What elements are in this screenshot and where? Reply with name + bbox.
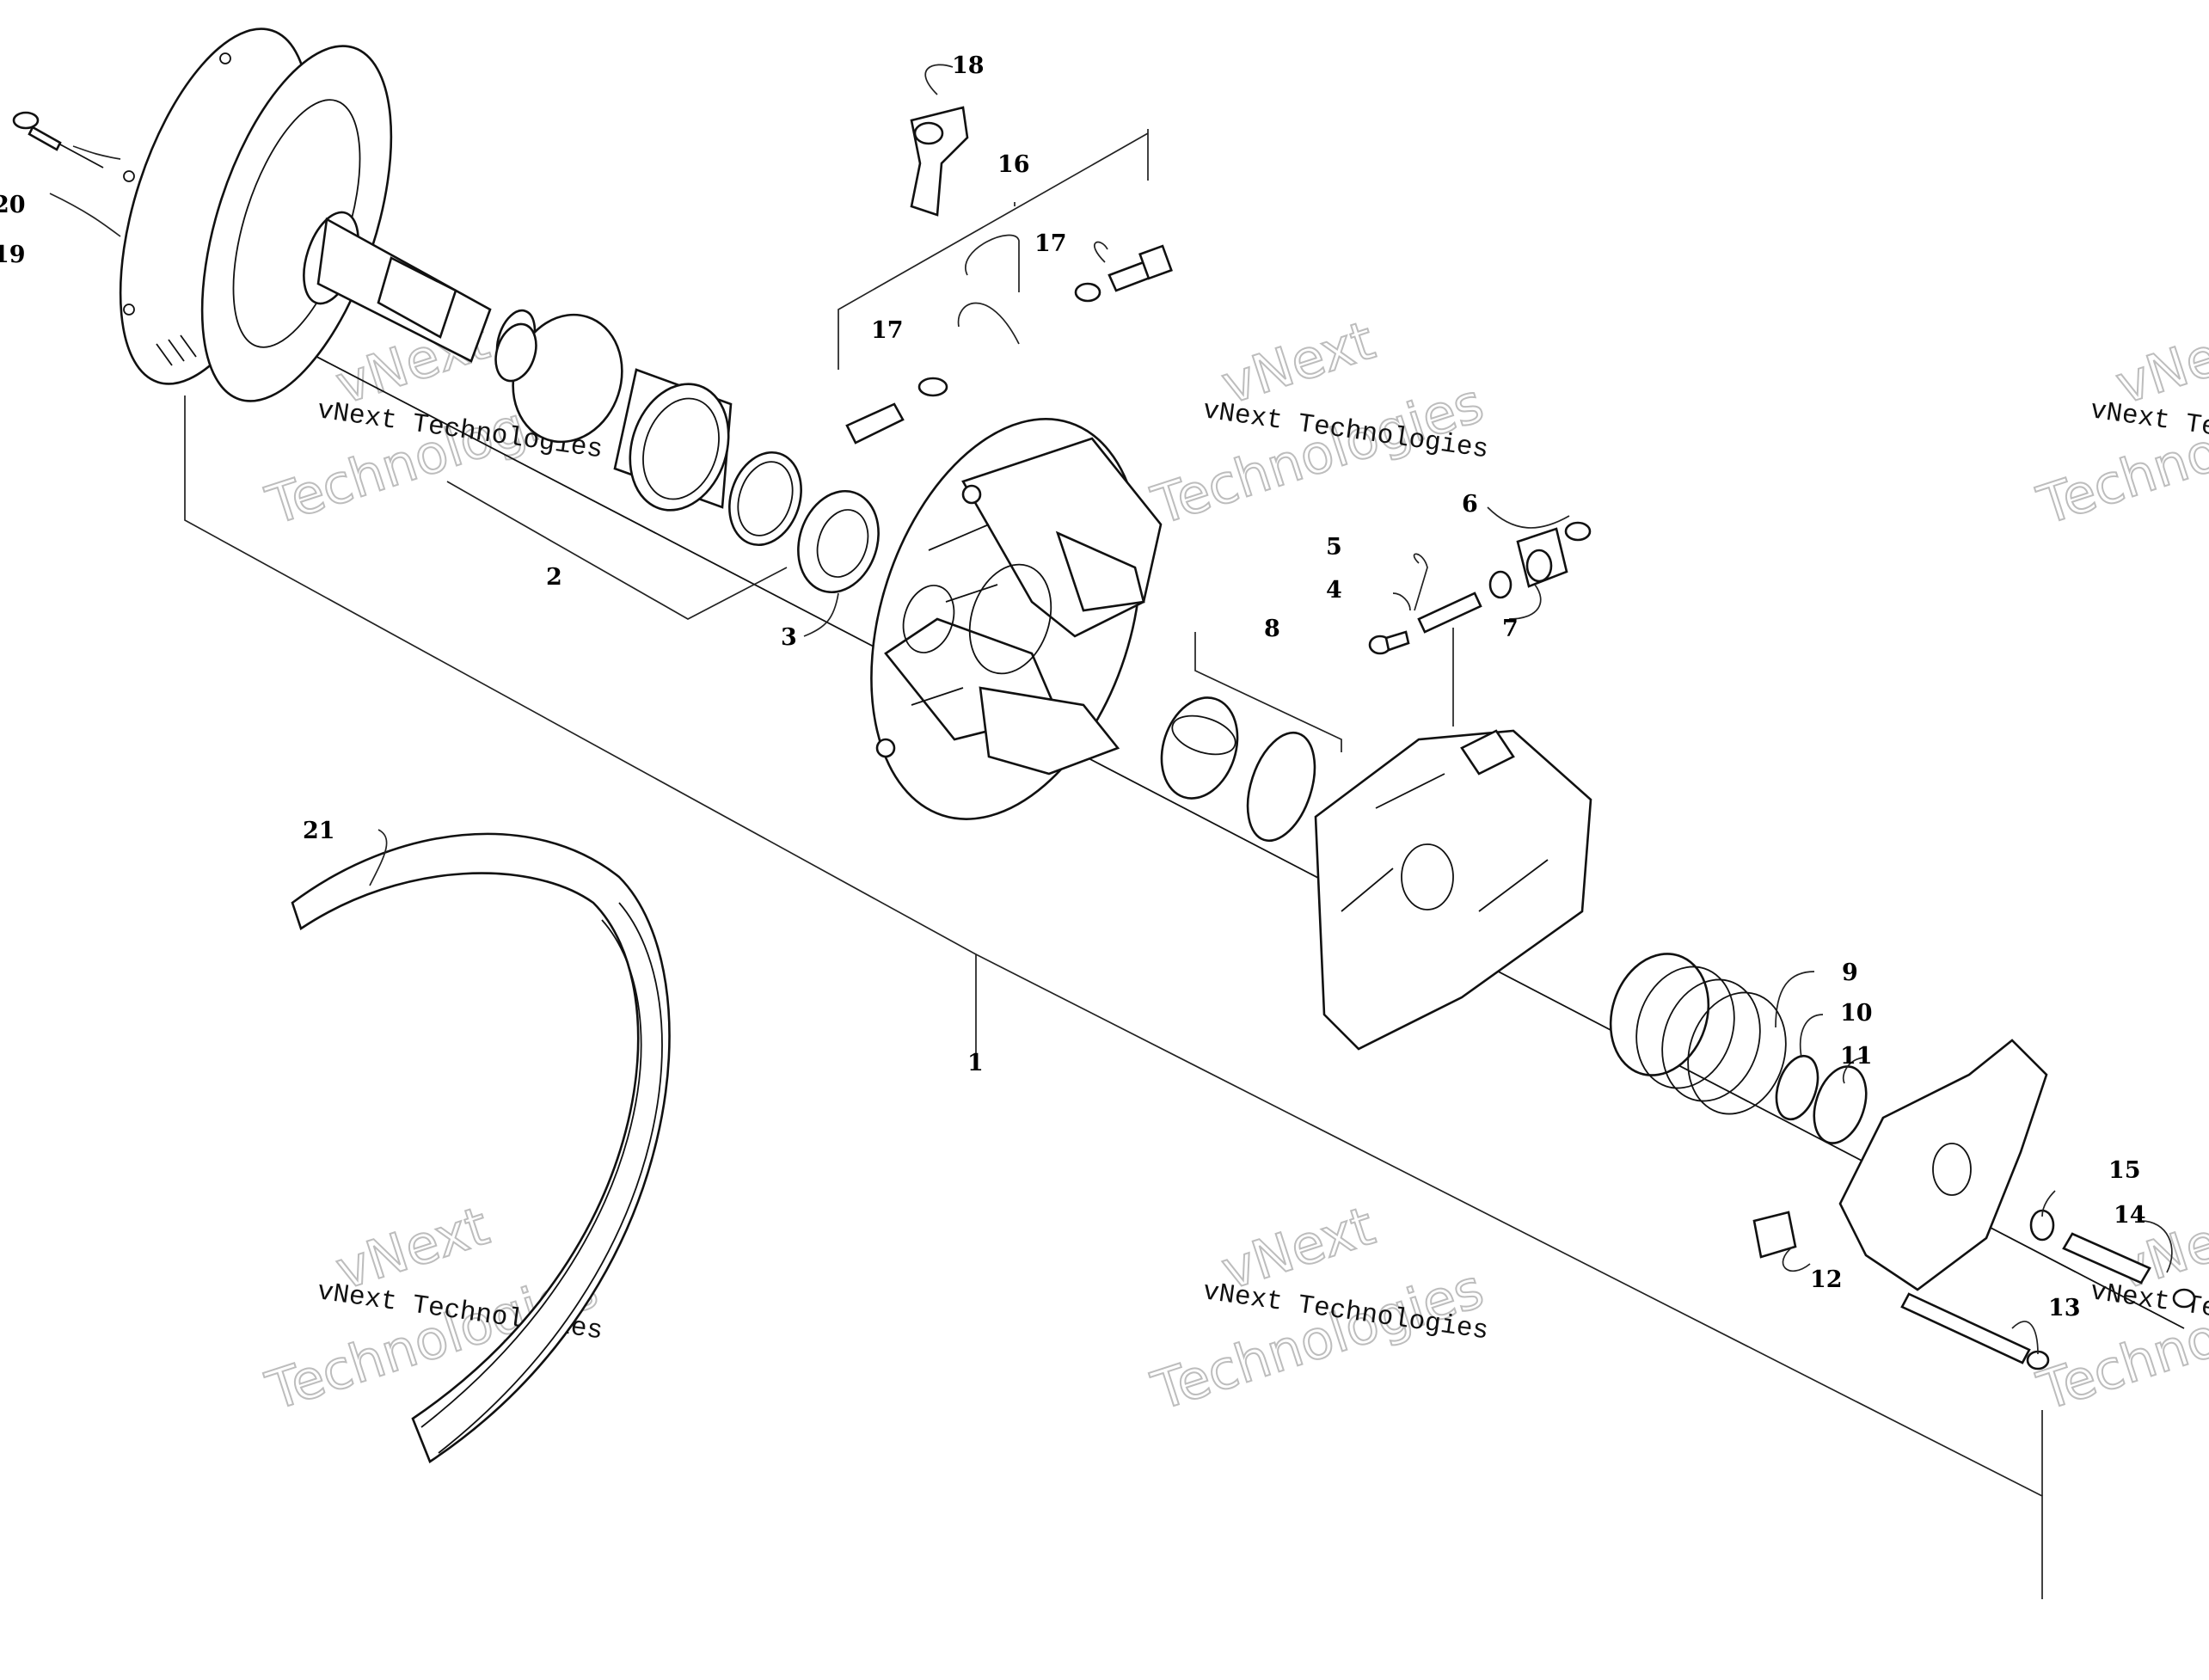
part-6-roller bbox=[1516, 521, 1592, 588]
callout-6: 6 bbox=[1462, 491, 1478, 518]
callout-10: 10 bbox=[1840, 1000, 1873, 1027]
watermark-2: vNext Technologies vNext Technologies bbox=[1144, 308, 1491, 538]
callout-14: 14 bbox=[2114, 1202, 2146, 1229]
part-20-screw bbox=[12, 111, 104, 169]
part-17-pin-lower bbox=[845, 377, 948, 445]
cover-plate bbox=[1838, 1039, 2048, 1291]
part-4-screw bbox=[1368, 630, 1410, 655]
part-10-ring bbox=[1775, 1054, 1819, 1121]
part-8-bushing bbox=[1160, 696, 1316, 843]
part-3-seal bbox=[797, 489, 880, 594]
callout-3: 3 bbox=[781, 624, 797, 651]
part-21-drive-belt bbox=[291, 832, 671, 1463]
part-19-fixed-sheave bbox=[119, 28, 537, 402]
part-2-bushing-set bbox=[494, 313, 802, 547]
watermark-3: vNext Technologies vNext Technologies bbox=[2029, 308, 2209, 538]
callout-8: 8 bbox=[1264, 616, 1280, 642]
callout-19: 19 bbox=[0, 242, 26, 268]
callout-2: 2 bbox=[546, 564, 562, 591]
part-19-marks bbox=[156, 334, 197, 366]
part-9-spring bbox=[1609, 953, 1787, 1115]
callout-17-upper: 17 bbox=[1034, 230, 1067, 257]
part-12-spacer bbox=[1752, 1211, 1797, 1259]
callout-16: 16 bbox=[997, 151, 1030, 178]
callout-18: 18 bbox=[952, 52, 985, 79]
callout-4: 4 bbox=[1326, 577, 1342, 604]
part-18-arm bbox=[910, 106, 969, 217]
callout-1: 1 bbox=[967, 1050, 984, 1076]
callout-21: 21 bbox=[303, 818, 335, 844]
part-7-washer bbox=[1488, 570, 1513, 599]
callout-15: 15 bbox=[2108, 1157, 2141, 1184]
callout-11: 11 bbox=[1840, 1043, 1873, 1070]
part-11-ring bbox=[1813, 1065, 1868, 1144]
callout-9: 9 bbox=[1842, 960, 1858, 986]
spider-plate bbox=[1314, 729, 1592, 1051]
callout-13: 13 bbox=[2048, 1295, 2081, 1321]
callout-20: 20 bbox=[0, 192, 26, 218]
watermark-5: vNext Technologies vNext Technologies bbox=[1144, 1193, 1491, 1424]
leader-lines bbox=[49, 64, 2173, 1599]
callout-17-lower: 17 bbox=[871, 317, 904, 344]
part-5-pin bbox=[1417, 592, 1482, 634]
part-16-movable-sheave bbox=[870, 418, 1163, 820]
callout-labels: 1 2 3 4 5 6 7 8 9 10 11 12 13 14 15 16 1… bbox=[0, 52, 2146, 1321]
callout-7: 7 bbox=[1502, 616, 1519, 642]
part-14-bolt bbox=[2062, 1232, 2196, 1309]
callout-12: 12 bbox=[1810, 1266, 1843, 1293]
callout-5: 5 bbox=[1326, 534, 1342, 561]
part-17-bolt-upper bbox=[1074, 244, 1173, 303]
part-13-bolt bbox=[1900, 1292, 2050, 1370]
